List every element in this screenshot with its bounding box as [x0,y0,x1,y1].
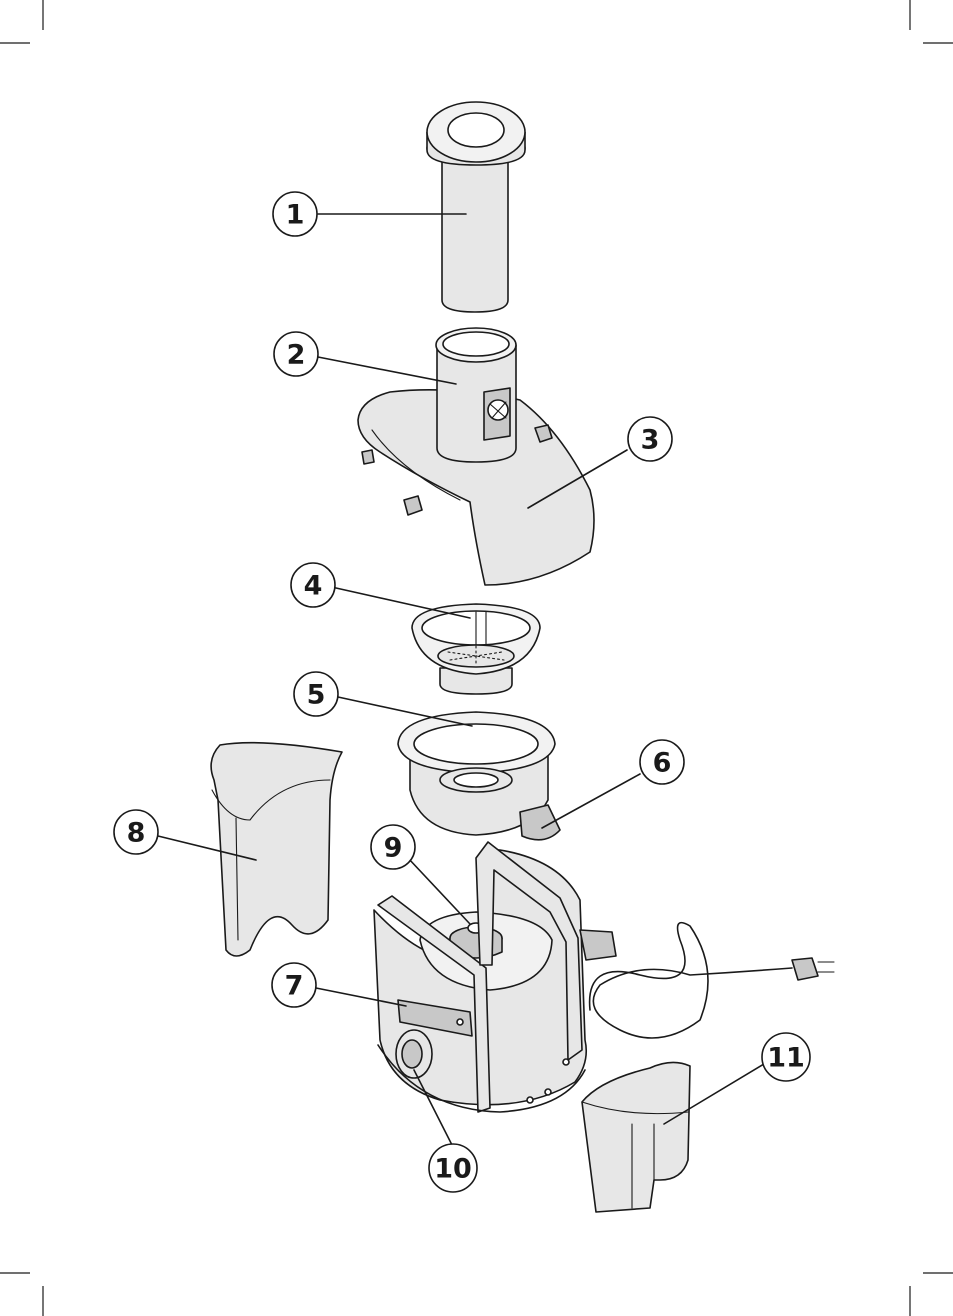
callout-5: 5 [294,672,338,716]
callout-5-label: 5 [307,680,326,711]
callout-11-label: 11 [767,1043,805,1074]
callout-2: 2 [274,332,318,376]
motor-base [374,842,616,1112]
callout-1: 1 [273,192,317,236]
juice-jug [582,1062,690,1212]
callout-9: 9 [371,825,415,869]
callout-4-label: 4 [304,571,323,602]
juice-bowl [398,712,560,840]
filter-basket [412,604,540,694]
callout-4: 4 [291,563,335,607]
callout-1-label: 1 [286,200,305,231]
cover-with-feed-tube [358,328,594,585]
callout-3: 3 [628,417,672,461]
callout-10-label: 10 [434,1154,472,1185]
callout-8-label: 8 [127,818,146,849]
callout-10: 10 [429,1144,477,1192]
power-cord [590,923,834,1038]
callout-6-label: 6 [653,748,672,779]
pulp-container [211,743,342,956]
callout-2-label: 2 [287,340,306,371]
callout-8: 8 [114,810,158,854]
callout-7-label: 7 [285,971,304,1002]
callout-7: 7 [272,963,316,1007]
callout-6: 6 [640,740,684,784]
food-pusher [427,102,525,312]
callout-9-label: 9 [384,833,403,864]
callout-11: 11 [762,1033,810,1081]
callout-3-label: 3 [641,425,660,456]
